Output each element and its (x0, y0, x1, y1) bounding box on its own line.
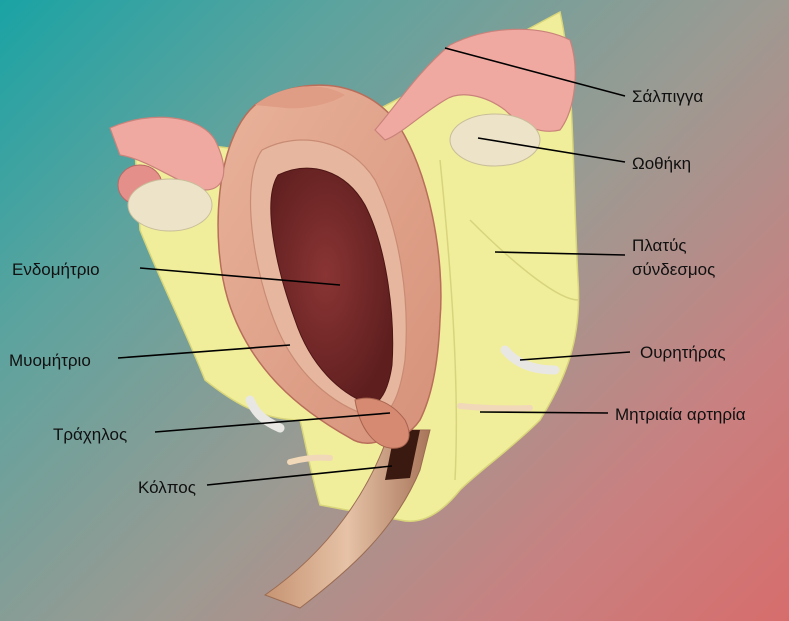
endometrium-shape (270, 167, 394, 406)
left-fallopian-tube-shape (109, 116, 225, 191)
leader-lines (117, 47, 631, 486)
right-fallopian-tube-shape (374, 28, 576, 141)
leader-line-uterine-artery (479, 411, 609, 414)
label-ureter: Ουρητήρας (640, 343, 726, 362)
leader-line-endometrium (139, 267, 341, 286)
label-uterine-artery: Μητριαία αρτηρία (615, 405, 746, 424)
left-ureter-shape (245, 395, 285, 433)
cervix-shape (354, 397, 410, 449)
leader-line-ovary (477, 137, 626, 163)
leader-line-vagina (206, 465, 393, 486)
uterine-artery-shape (457, 403, 533, 412)
label-fallopian-tube: Σάλπιγγα (632, 87, 704, 106)
leader-line-ureter (519, 351, 631, 361)
left-ovary-shape (127, 178, 213, 232)
label-endometrium: Ενδομήτριο (12, 260, 100, 279)
leader-line-cervix (154, 412, 391, 433)
label-ovary: Ωοθήκη (632, 154, 692, 173)
label-vagina: Κόλπος (138, 478, 196, 497)
right-ureter-shape (500, 345, 560, 375)
leader-line-myometrium (117, 344, 291, 359)
label-cervix: Τράχηλος (53, 425, 128, 444)
label-broad-ligament-line2: σύνδεσμος (632, 260, 716, 279)
leader-line-broad-ligament (494, 251, 626, 256)
label-broad-ligament-line1: Πλατύς (632, 236, 687, 255)
label-myometrium: Μυομήτριο (9, 351, 91, 370)
leader-line-fallopian-tube (444, 47, 626, 97)
